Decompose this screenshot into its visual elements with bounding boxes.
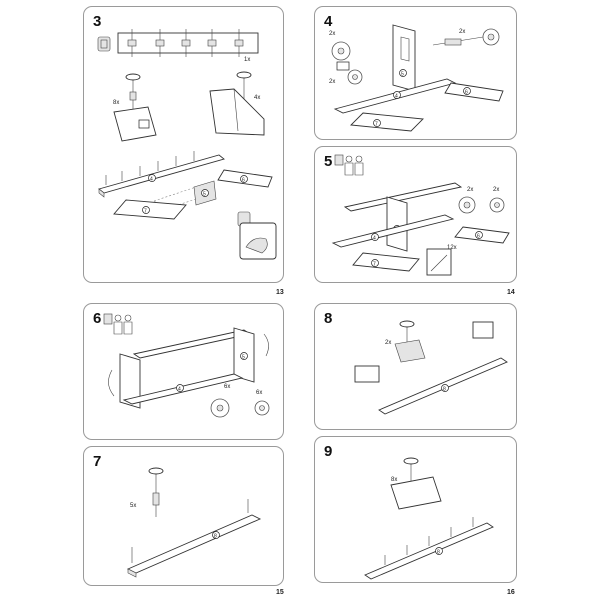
bracket-detail (472, 321, 494, 339)
part-label: 6 (477, 234, 480, 240)
step-number: 7 (93, 453, 102, 470)
part-label: 7 (144, 209, 147, 215)
qty-label: 2x (329, 79, 335, 85)
rail-part-8: 8 (364, 517, 494, 580)
screw-callout: 8x (390, 457, 442, 510)
top-beam (132, 329, 252, 359)
part-label: 5 (203, 192, 206, 198)
step-number: 3 (93, 13, 102, 30)
qty-label: 12x (447, 245, 457, 251)
part-label: 4 (178, 387, 181, 393)
page-number: 14 (507, 289, 515, 296)
rail-part-4: 4 (98, 151, 225, 198)
part-label: 8 (214, 534, 217, 540)
rail-part-8: 8 (126, 499, 262, 578)
rail-part-4: 4 (333, 78, 457, 114)
qty-label: 2x (329, 31, 335, 37)
part-label: 8 (437, 550, 440, 556)
panel-part-5: 5 (193, 180, 217, 206)
qty-label: 4x (254, 95, 260, 101)
qty-label: 1x (244, 57, 250, 63)
page-number: 13 (276, 289, 284, 296)
panel-part-6: 6 (217, 169, 273, 188)
part-label: 7 (375, 122, 378, 128)
step-5-panel: 5 5 4 6 (314, 146, 517, 283)
two-persons-icon (334, 154, 364, 176)
hint-icon (97, 36, 111, 52)
part-label: 7 (373, 262, 376, 268)
upright-part-5: 5 (392, 24, 416, 92)
panel-part-6: 6 (444, 82, 504, 102)
screw-callout: 2x (385, 320, 426, 363)
qty-label: 2x (459, 29, 465, 35)
page-number: 16 (507, 589, 515, 596)
screw-callout: 5x (130, 467, 164, 517)
step-9-illustration: 8x 8 (364, 457, 494, 580)
rail-part-8: 8 (378, 357, 508, 415)
panel-part-6: 6 (454, 226, 510, 244)
step-number: 5 (324, 153, 333, 170)
page-number: 15 (276, 589, 284, 596)
step-3-illustration: 1x 8x 4x 4 (97, 29, 277, 260)
qty-label: 6x (224, 384, 230, 390)
panel-part-7: 7 (350, 112, 424, 132)
rail-part-4: 4 (331, 214, 455, 248)
part-label: 6 (465, 90, 468, 96)
qty-label: 2x (467, 187, 473, 193)
hand-press-icon (237, 211, 277, 260)
step-number: 9 (324, 443, 333, 460)
step-5-illustration: 5 4 6 7 2x 2x 12x (331, 154, 510, 276)
part-label: 4 (395, 94, 398, 100)
part-label: 4 (373, 236, 376, 242)
bracket-callout: 4x (209, 71, 265, 136)
qty-label: 8x (113, 100, 119, 106)
step-7-panel: 7 5x 8 (83, 446, 284, 586)
step-8-panel: 8 2x 8 (314, 303, 517, 430)
step-4-illustration: 2x 2x 5 4 2x 6 (329, 24, 504, 132)
step-6-illustration: 5 4 6x 6x (103, 313, 270, 418)
rail-part-4: 4 (122, 373, 244, 405)
part-label: 5 (401, 72, 404, 78)
step-4-panel: 4 2x 2x 5 4 2x 6 (314, 6, 517, 140)
part-label: 6 (242, 178, 245, 184)
part-label: 4 (150, 177, 153, 183)
qty-label: 6x (256, 390, 262, 396)
part-label: 5 (242, 355, 245, 361)
step-number: 8 (324, 310, 333, 327)
upright-part-5: 5 (386, 196, 408, 252)
step-8-illustration: 2x 8 (354, 320, 508, 415)
two-persons-icon (103, 313, 133, 335)
part-label: 8 (443, 387, 446, 393)
qty-label: 2x (493, 187, 499, 193)
bracket-detail (354, 365, 380, 383)
step-number: 4 (324, 13, 333, 30)
screw-callout: 8x (113, 73, 157, 142)
step-7-illustration: 5x 8 (126, 467, 262, 578)
qty-label: 5x (130, 503, 136, 509)
panel-part-7: 7 (352, 252, 420, 272)
top-beam (343, 182, 463, 212)
step-9-panel: 9 8x 8 (314, 436, 517, 583)
step-3-panel: 3 1x 8x (83, 6, 284, 283)
step-number: 6 (93, 310, 102, 327)
qty-label: 2x (385, 340, 391, 346)
panel-part-7: 7 (113, 199, 187, 220)
upright-part-5: 5 (119, 327, 255, 409)
step-6-panel: 6 5 4 6x 6x (83, 303, 284, 440)
qty-label: 8x (391, 477, 397, 483)
